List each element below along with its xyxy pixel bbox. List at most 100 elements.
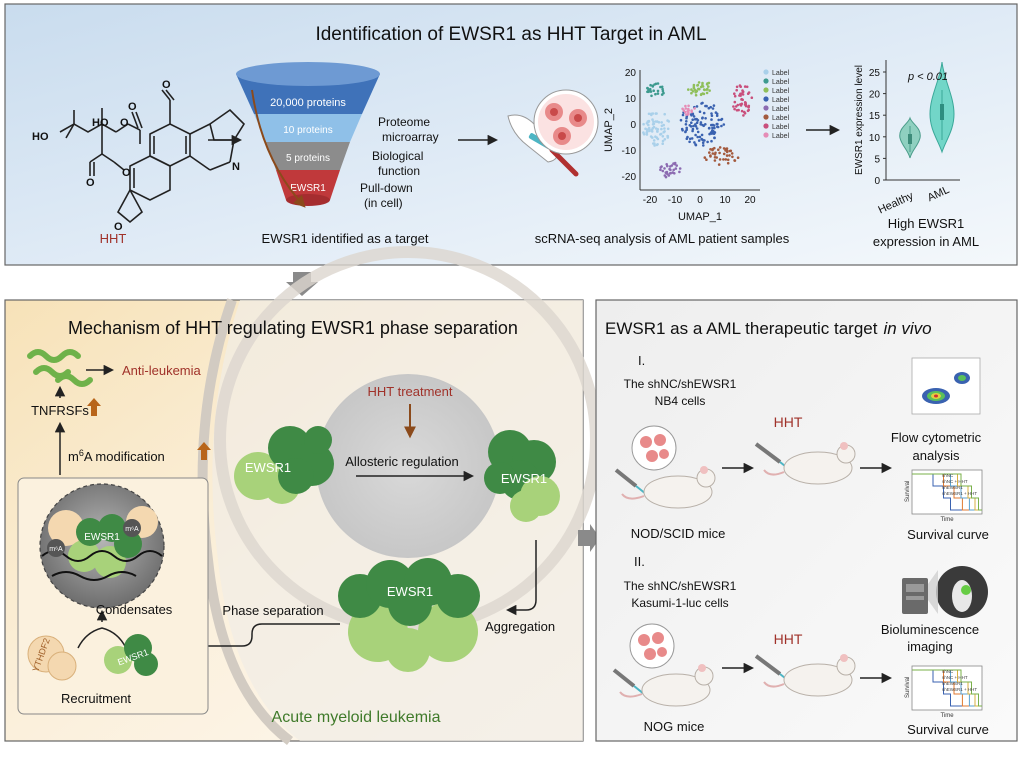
umap-point (722, 152, 726, 156)
umap-point (659, 166, 662, 169)
umap-point (696, 130, 700, 134)
part1-cell-dish (631, 425, 677, 471)
umap-point (713, 159, 717, 162)
umap-point (681, 107, 684, 111)
km-axis-y: Survival (905, 481, 911, 502)
umap-point (708, 132, 711, 136)
umap-point (648, 88, 652, 92)
umap-point (687, 104, 690, 108)
umap-point (662, 123, 665, 127)
umap-point (732, 105, 735, 108)
part1-cells-line-1: The shNC/shEWSR1 (624, 377, 737, 391)
hht-molecule-structure (59, 89, 246, 224)
arrow-aggregation (505, 540, 537, 616)
umap-point (710, 118, 713, 121)
umap-point (692, 83, 696, 87)
umap-point (750, 96, 754, 99)
umap-point (681, 113, 685, 117)
umap-point (708, 89, 711, 92)
km-curve (912, 473, 982, 511)
umap-point (692, 115, 696, 118)
funnel-step-1b: microarray (382, 130, 439, 144)
km-legend-label: shEWSR1 + HHT (942, 687, 977, 692)
umap-point (646, 86, 649, 90)
funnel-level-3: 5 proteins (286, 153, 330, 164)
funnel-level-4: EWSR1 (290, 183, 326, 194)
umap-point (724, 158, 728, 161)
umap-point (711, 148, 714, 152)
umap-point (740, 92, 743, 95)
umap-point (663, 138, 667, 141)
umap-point (745, 85, 749, 89)
km-curve (912, 669, 982, 707)
umap-point (693, 141, 696, 144)
umap-point (685, 113, 688, 116)
mechanism-panel: Mechanism of HHT regulating EWSR1 phase … (4, 246, 602, 745)
km-axis-y: Survival (905, 677, 911, 698)
umap-point (653, 144, 656, 147)
umap-point (702, 144, 705, 147)
umap-point (655, 136, 659, 139)
umap-point (739, 104, 743, 107)
flow-cytometry-plot (911, 357, 981, 415)
umap-point (718, 146, 722, 149)
km-axis-x: Time (940, 517, 954, 523)
umap-point (654, 92, 657, 96)
umap-point (656, 120, 659, 123)
umap-legend-swatch (763, 69, 769, 75)
km-curve (912, 473, 982, 511)
umap-point (736, 103, 740, 107)
umap-point (668, 172, 672, 175)
umap-point (660, 121, 663, 124)
km-legend-label: shEWSR1 (942, 681, 963, 686)
umap-point (651, 118, 654, 121)
umap-point (716, 125, 720, 129)
umap-point (656, 92, 660, 95)
umap-point (735, 85, 739, 89)
umap-point (739, 85, 742, 88)
umap-point (661, 142, 664, 145)
umap-point (728, 149, 732, 153)
umap-ytick: 0 (630, 120, 636, 131)
umap-point (730, 152, 734, 155)
umap-point (713, 156, 717, 159)
ewsr1-right-label: EWSR1 (501, 471, 547, 486)
tnfrsfs-up-arrow (87, 398, 101, 416)
umap-point (701, 116, 704, 119)
umap-point (714, 151, 717, 155)
umap-point (743, 110, 746, 114)
umap-point (705, 158, 708, 161)
umap-point (707, 106, 711, 110)
km-curve (912, 669, 982, 707)
funnel-caption: EWSR1 identified as a target (262, 231, 429, 246)
umap-point (706, 140, 709, 144)
umap-point (733, 159, 737, 162)
part2-survival-label: Survival curve (907, 722, 989, 737)
umap-point (654, 82, 658, 86)
umap-xtick: 10 (719, 195, 731, 206)
funnel-step-3b: (in cell) (364, 196, 403, 210)
aml-label: Acute myeloid leukemia (272, 709, 441, 726)
umap-point (696, 135, 699, 139)
hht-treatment-label: HHT treatment (367, 384, 452, 399)
umap-point (699, 121, 703, 124)
umap-point (710, 123, 713, 127)
umap-point (692, 124, 695, 128)
anti-leukemia-label: Anti-leukemia (122, 363, 202, 378)
umap-point (717, 148, 720, 151)
umap-point (705, 91, 709, 95)
umap-point (656, 89, 660, 93)
chem-label-o3: O (86, 177, 95, 189)
umap-legend-swatch (763, 114, 769, 120)
hht-label: HHT (100, 231, 127, 246)
umap-point (733, 92, 736, 95)
umap-point (702, 92, 706, 96)
umap-point (725, 154, 729, 157)
merge-arrow (77, 627, 127, 649)
umap-point (666, 119, 669, 122)
umap-point (695, 89, 699, 93)
umap-point (652, 120, 655, 123)
